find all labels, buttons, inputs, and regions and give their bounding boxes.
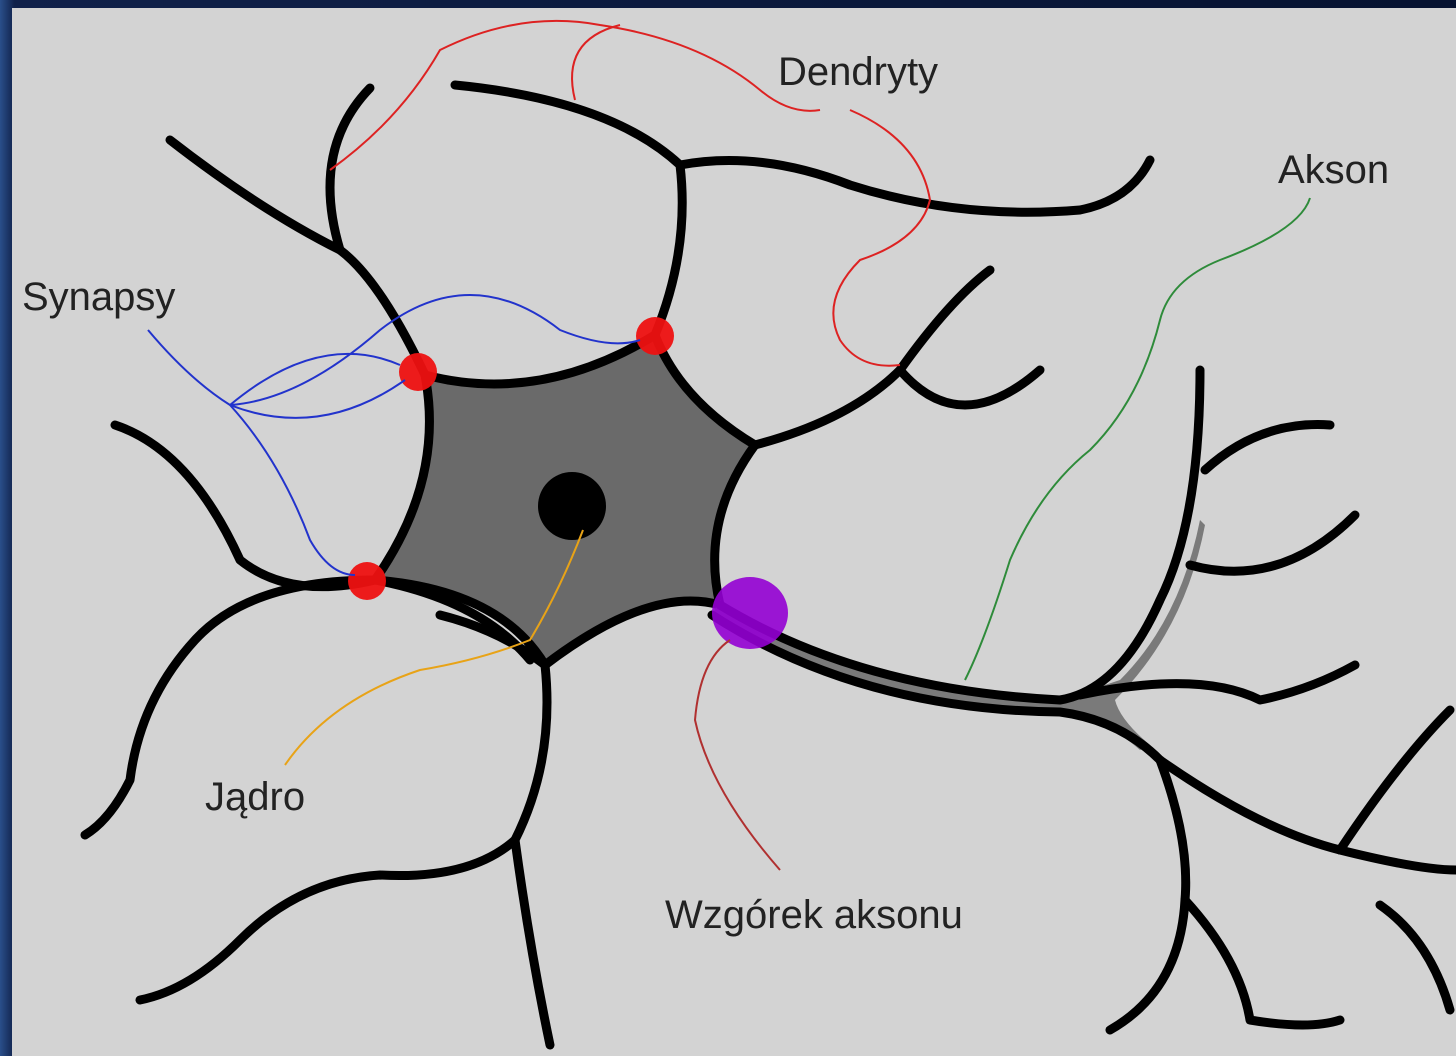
dendrites-pointer-2 xyxy=(571,24,621,101)
axon-terminal-5 xyxy=(1335,705,1455,855)
label-axon: Akson xyxy=(1278,148,1389,192)
synapses-pointer-2 xyxy=(229,379,406,419)
axon-terminal-2 xyxy=(1185,510,1360,576)
hillock-pointer xyxy=(693,639,781,871)
label-nucleus: Jądro xyxy=(205,775,305,819)
axon-terminal-6 xyxy=(1335,845,1456,875)
label-dendrites: Dendryty xyxy=(778,50,938,94)
nucleus xyxy=(538,472,606,540)
axon-terminal-8 xyxy=(1180,895,1345,1030)
neuron-outlines xyxy=(80,80,1456,1050)
dendrites-pointer xyxy=(329,19,821,171)
nucleus-pointer xyxy=(284,529,584,766)
label-synapses: Synapsy xyxy=(22,275,175,319)
axon-terminal-3 xyxy=(1075,660,1360,705)
synapse-marker-top xyxy=(636,317,674,355)
dendrite-bottom-branch xyxy=(135,835,520,1005)
dendrites-pointer-3 xyxy=(832,109,932,367)
synapses-pointer xyxy=(147,294,641,407)
dendrite-bottom-left xyxy=(435,610,550,670)
axon-lower-edge xyxy=(707,610,1165,765)
dendrite-lower-left xyxy=(80,575,380,840)
label-pointers xyxy=(147,19,1311,871)
axon-terminal-4 xyxy=(1155,755,1345,855)
label-axon-hillock: Wzgórek aksonu xyxy=(665,893,963,937)
synapse-marker-left xyxy=(399,353,437,391)
dendrite-top-branch xyxy=(675,155,1155,217)
axon-hillock-marker xyxy=(712,577,788,649)
axon-pointer xyxy=(964,197,1311,681)
dendrite-right-branch xyxy=(895,365,1045,410)
diagram-panel xyxy=(12,8,1456,1056)
axon-terminal-1 xyxy=(1200,420,1335,475)
synapses-pointer-3 xyxy=(229,404,356,576)
dendrite-upper-left-branch xyxy=(325,83,375,255)
synapse-marker-bottom xyxy=(348,562,386,600)
axon-terminal-9 xyxy=(1375,900,1455,1015)
axon-upper-edge xyxy=(715,365,1205,705)
synapses-pointer-4 xyxy=(229,352,401,406)
